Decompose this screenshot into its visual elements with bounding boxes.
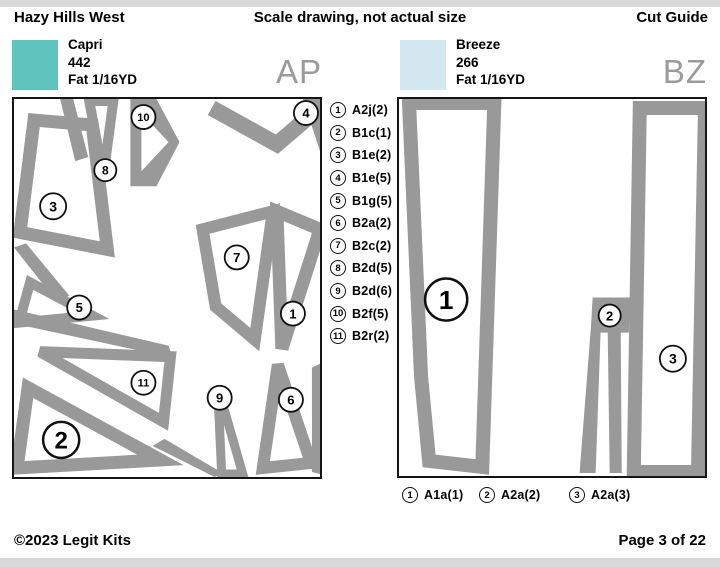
piece-id-label: B1c(1): [352, 125, 392, 140]
piece-id-label: B1e(5): [352, 171, 392, 186]
fabric-name: Capri: [68, 37, 103, 52]
svg-text:11: 11: [138, 378, 150, 390]
piece-number-circle: 11: [330, 328, 346, 345]
piece-marker: 2: [41, 420, 81, 460]
svg-text:6: 6: [287, 392, 294, 407]
piece-number-circle: 4: [330, 170, 346, 187]
bottom-edge-bar: [0, 558, 720, 567]
legend-item: 1 A1a(1): [402, 487, 463, 503]
legend-item: 3 A2a(3): [569, 487, 630, 503]
page-type-label: Cut Guide: [636, 9, 708, 26]
piece-id-label: A1a(1): [424, 488, 464, 502]
piece-number-circle: 1: [330, 102, 346, 119]
svg-text:4: 4: [302, 106, 310, 121]
fabric-swatch-breeze: [400, 40, 446, 90]
piece-id-label: B1e(2): [352, 148, 392, 163]
copyright-text: ©2023 Legit Kits: [14, 532, 131, 549]
piece-number-circle: 7: [330, 237, 346, 254]
svg-text:2: 2: [54, 428, 67, 455]
cut-layout-panel-bz: 1 2 3: [397, 97, 707, 478]
piece-id-label: B2f(5): [352, 306, 389, 321]
piece-marker: 10: [130, 104, 157, 130]
svg-text:1: 1: [439, 285, 454, 315]
svg-text:7: 7: [233, 250, 240, 265]
piece-legend-row: 1 A1a(1) 2 A2a(2) 3 A2a(3): [400, 487, 710, 507]
piece-id-label: B2r(2): [352, 329, 390, 344]
legend-item: 2 B1c(1): [330, 122, 392, 145]
legend-item: 11 B2r(2): [330, 325, 392, 348]
legend-item: 2 A2a(2): [479, 487, 540, 503]
piece-number-circle: 2: [479, 487, 495, 503]
top-edge-bar: [0, 0, 720, 7]
legend-item: 7 B2c(2): [330, 235, 392, 258]
cut-layout-drawing-ap: 3 8 10 4 7 1 5 11 2 9 6: [14, 99, 320, 477]
piece-id-label: A2j(2): [352, 103, 388, 118]
piece-number-circle: 3: [330, 147, 346, 164]
svg-text:3: 3: [669, 351, 677, 367]
fabric-code-bz: BZ: [662, 53, 707, 90]
fabric-name: Breeze: [456, 37, 501, 52]
svg-text:3: 3: [49, 198, 57, 214]
scale-note: Scale drawing, not actual size: [253, 9, 467, 26]
fabric-swatch-capri: [12, 40, 58, 90]
piece-marker: 6: [277, 386, 304, 413]
svg-text:9: 9: [216, 390, 223, 405]
piece-marker: 3: [658, 344, 687, 373]
piece-id-label: B2d(6): [352, 284, 393, 299]
legend-item: 4 B1e(5): [330, 167, 392, 190]
legend-item: 6 B2a(2): [330, 212, 392, 235]
piece-number-circle: 1: [402, 487, 418, 503]
svg-text:5: 5: [76, 300, 83, 315]
legend-item: 10 B2f(5): [330, 302, 392, 325]
svg-text:8: 8: [102, 164, 109, 178]
legend-item: 9 B2d(6): [330, 280, 392, 303]
svg-text:1: 1: [289, 306, 296, 321]
piece-marker: 9: [206, 384, 233, 411]
piece-number-circle: 9: [330, 283, 346, 300]
piece-number-circle: 6: [330, 215, 346, 232]
piece-number-circle: 3: [569, 487, 585, 503]
piece-marker: 4: [293, 100, 319, 126]
piece-number-circle: 5: [330, 192, 346, 209]
piece-marker: 2: [597, 303, 622, 328]
piece-marker: 11: [130, 369, 157, 396]
cut-layout-drawing-bz: 1 2 3: [401, 99, 705, 476]
piece-id-label: A2a(3): [591, 488, 631, 502]
legend-item: 1 A2j(2): [330, 99, 392, 122]
piece-id-label: B2d(5): [352, 261, 393, 276]
fabric-info-breeze: Breeze 266 Fat 1/16YD: [456, 36, 525, 89]
piece-marker: 1: [279, 300, 306, 327]
fabric-number: 442: [68, 54, 91, 70]
svg-text:2: 2: [606, 308, 613, 323]
piece-number-circle: 8: [330, 260, 346, 277]
piece-id-label: B2c(2): [352, 238, 392, 253]
piece-marker: 1: [423, 277, 469, 322]
fabric-cut-size: Fat 1/16YD: [68, 72, 138, 87]
pattern-title: Hazy Hills West: [14, 9, 125, 26]
piece-marker: 5: [66, 294, 93, 321]
piece-id-label: B2a(2): [352, 216, 392, 231]
svg-text:10: 10: [137, 112, 149, 124]
piece-legend-list: 1 A2j(2) 2 B1c(1) 3 B1e(2) 4 B1e(5) 5 B1g(5) 6 B2a(…: [330, 99, 392, 348]
cut-layout-panel-ap: 3 8 10 4 7 1 5 11 2 9 6: [12, 97, 322, 479]
piece-number-circle: 10: [330, 305, 346, 322]
piece-id-label: B1g(5): [352, 193, 393, 208]
legend-item: 5 B1g(5): [330, 189, 392, 212]
piece-marker: 3: [39, 192, 68, 221]
piece-marker: 7: [223, 244, 250, 271]
legend-item: 3 B1e(2): [330, 144, 392, 167]
piece-marker: 8: [93, 158, 118, 183]
fabric-number: 266: [456, 54, 479, 70]
fabric-cut-size: Fat 1/16YD: [456, 72, 526, 87]
fabric-info-capri: Capri 442 Fat 1/16YD: [68, 36, 137, 89]
page-number: Page 3 of 22: [618, 532, 706, 549]
fabric-code-ap: AP: [275, 53, 322, 90]
legend-item: 8 B2d(5): [330, 257, 392, 280]
piece-number-circle: 2: [330, 124, 346, 141]
piece-id-label: A2a(2): [501, 488, 541, 502]
